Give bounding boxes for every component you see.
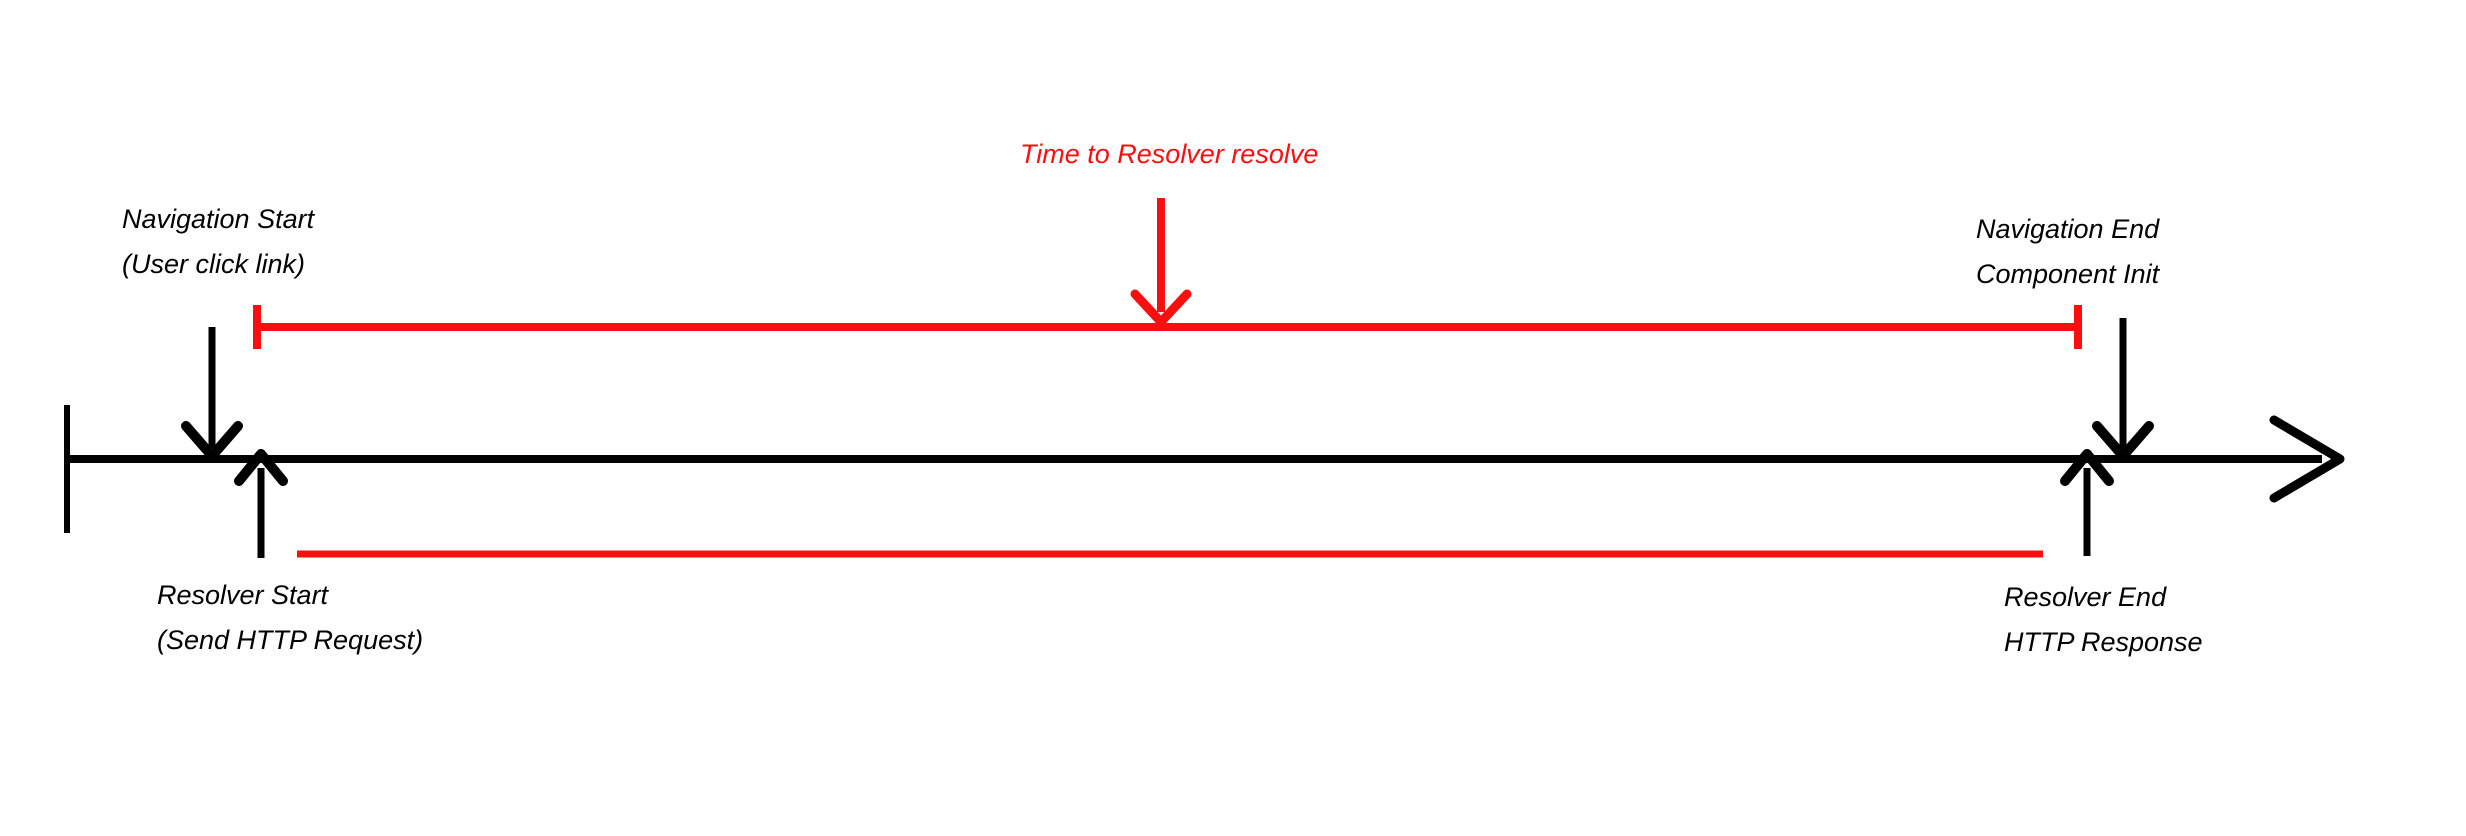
navigation-start-label: Navigation Start (User click link) [122,197,314,287]
resolver-resolve-span [253,305,2082,349]
resolver-end-arrow-icon [2060,449,2114,556]
navigation-start-arrow-icon [181,327,243,461]
resolver-start-title: Resolver Start [157,580,329,610]
timeline-axis [64,405,2345,533]
resolver-end-subtitle: HTTP Response [2004,627,2203,657]
arrow-head [2092,421,2154,461]
navigation-end-label: Navigation End Component Init [1976,207,2159,297]
time-to-resolver-label: Time to Resolver resolve [1020,139,1319,169]
arrow-head [181,421,243,461]
resolver-start-arrow-icon [234,449,288,558]
resolver-start-subtitle: (Send HTTP Request) [157,625,424,655]
navigation-end-subtitle: Component Init [1976,259,2160,289]
navigation-start-subtitle: (User click link) [122,249,306,279]
arrow-head [1130,289,1192,327]
navigation-end-title: Navigation End [1976,214,2160,244]
resolver-start-label: Resolver Start (Send HTTP Request) [157,573,423,663]
navigation-start-title: Navigation Start [122,204,315,234]
resolver-end-label: Resolver End HTTP Response [2004,575,2203,665]
arrow-head [234,449,288,486]
arrow-head [2060,449,2114,486]
annotation-pointer-arrow-icon [1130,198,1192,327]
resolver-end-title: Resolver End [2004,582,2167,612]
axis-arrowhead-icon [2269,415,2345,503]
navigation-end-arrow-icon [2092,318,2154,461]
